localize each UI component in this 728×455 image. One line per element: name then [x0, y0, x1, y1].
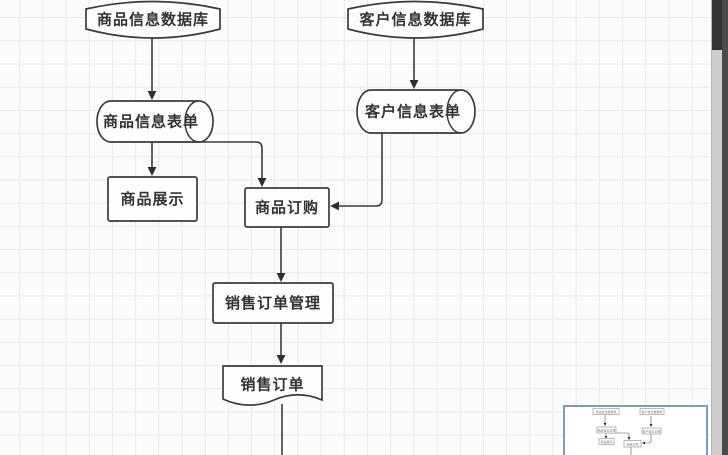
- edge-formcustomer-to-order[interactable]: [330, 133, 383, 211]
- node-form-product-label: 商品信息表单: [103, 113, 199, 131]
- node-db-product-label: 商品信息数据库: [97, 11, 209, 29]
- node-form-product[interactable]: 商品信息表单: [96, 100, 214, 143]
- edge-formproduct-to-order[interactable]: [155, 141, 267, 187]
- mini-order-label: 商品订购: [626, 442, 638, 447]
- node-sales-order-label: 销售订单: [240, 376, 304, 394]
- minimap-panel[interactable]: 商品信息数据库 客户信息数据库 商品信息表单 客户信息表单 商品展示 商品订购: [563, 405, 708, 455]
- edge-dbproduct-to-formproduct[interactable]: [147, 38, 157, 100]
- node-db-customer-label: 客户信息数据库: [358, 11, 471, 29]
- edge-order-to-salesmgmt[interactable]: [276, 227, 286, 282]
- vertical-scrollbar-track[interactable]: [711, 0, 723, 455]
- node-sales-mgmt[interactable]: 销售订单管理: [212, 282, 334, 324]
- node-display-label: 商品展示: [120, 190, 184, 208]
- edge-salesmgmt-to-salesorder[interactable]: [276, 323, 286, 364]
- node-sales-order[interactable]: 销售订单: [222, 365, 323, 406]
- mini-form-customer-label: 客户信息表单: [642, 429, 660, 434]
- vertical-scrollbar-thumb[interactable]: [712, 0, 723, 50]
- mini-form-product-label: 商品信息表单: [597, 428, 615, 433]
- edge-formproduct-to-display[interactable]: [147, 142, 157, 176]
- node-order-label: 商品订购: [255, 199, 319, 217]
- mini-db-customer-label: 客户信息数据库: [641, 409, 662, 414]
- node-form-customer[interactable]: 客户信息表单: [356, 89, 476, 134]
- mini-display-label: 商品展示: [600, 439, 612, 444]
- diagram-canvas[interactable]: 商品信息数据库 客户信息数据库 商品信息表单 客户信息表单 商品展示: [0, 0, 711, 455]
- node-db-product[interactable]: 商品信息数据库: [85, 0, 221, 39]
- node-sales-mgmt-label: 销售订单管理: [225, 294, 321, 312]
- mini-db-product-label: 商品信息数据库: [595, 409, 616, 414]
- flowchart-layer: 商品信息数据库 客户信息数据库 商品信息表单 客户信息表单 商品展示: [85, 0, 484, 455]
- minimap-preview: 商品信息数据库 客户信息数据库 商品信息表单 客户信息表单 商品展示 商品订购: [592, 408, 665, 455]
- node-db-customer[interactable]: 客户信息数据库: [347, 0, 484, 39]
- node-display[interactable]: 商品展示: [107, 176, 198, 222]
- node-order[interactable]: 商品订购: [244, 187, 330, 228]
- window-right-edge: [722, 0, 728, 455]
- node-form-customer-label: 客户信息表单: [364, 103, 461, 121]
- edge-dbcustomer-to-formcustomer[interactable]: [409, 38, 419, 89]
